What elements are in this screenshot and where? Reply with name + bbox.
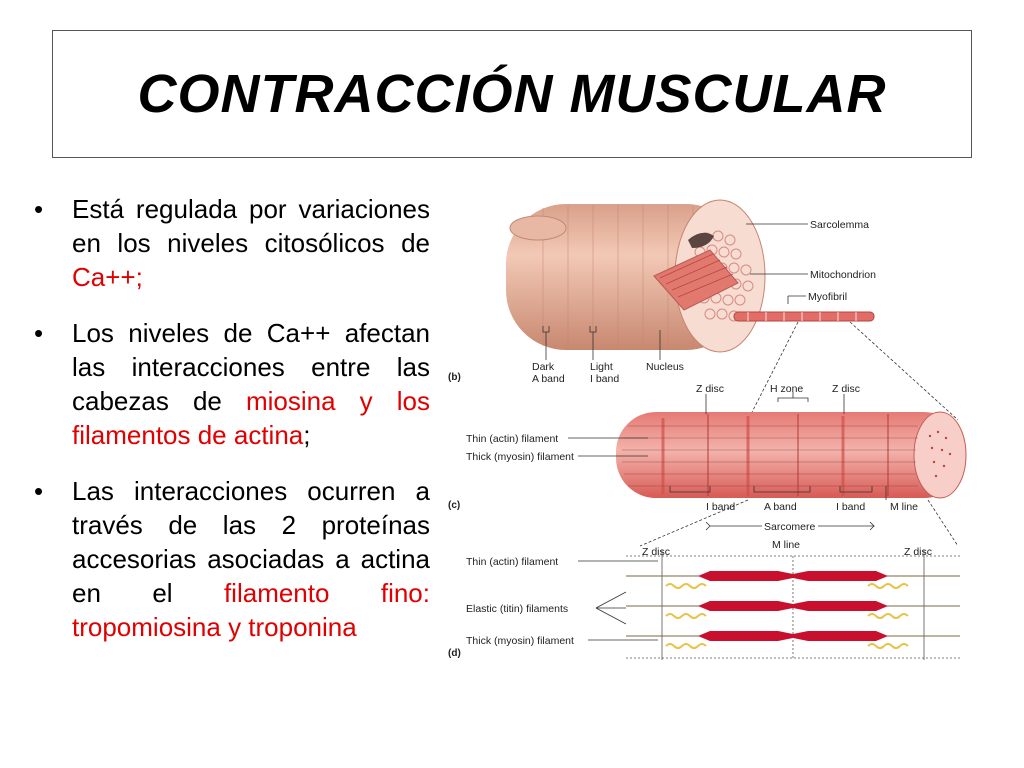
muscle-fiber-panel: Sarcolemma Mitochondrion Myofibril Dark … <box>448 199 959 421</box>
thick-filament-label-c: Thick (myosin) filament <box>466 451 574 463</box>
elastic-filaments-label: Elastic (titin) filaments <box>466 603 568 615</box>
bullet-marker: • <box>34 476 44 506</box>
bullet-text-part: Los niveles de Ca++ afectan las interacc… <box>72 318 430 416</box>
panel-d-label: (d) <box>448 648 461 659</box>
nucleus-label: Nucleus <box>646 361 684 373</box>
myofibril-label: Myofibril <box>808 291 847 303</box>
bullet-text-part: Está regulada por variaciones en los niv… <box>72 194 430 258</box>
bullet-text: Los niveles de Ca++ afectan las interacc… <box>72 316 430 452</box>
panel-c-label: (c) <box>448 500 460 511</box>
highlighted-text: miosina y los filamentos de actina <box>72 386 430 450</box>
bullet-item: • Los niveles de Ca++ afectan las interac… <box>34 316 430 452</box>
bullet-marker: • <box>34 318 44 348</box>
mitochondrion-shape <box>688 232 714 248</box>
thin-filament-label-d: Thin (actin) filament <box>466 556 558 568</box>
i-band-right-label-c: I band <box>836 501 865 513</box>
bullet-marker: • <box>34 194 44 224</box>
bullet-text-part: ; <box>303 420 311 450</box>
h-zone-label: H zone <box>770 383 803 395</box>
highlighted-text: filamento fino: tropomiosina y troponina <box>72 578 430 642</box>
bullet-text: Está regulada por variaciones en los niv… <box>72 192 430 294</box>
myofibril-end <box>913 411 967 499</box>
z-disc-right-label-d: Z disc <box>904 546 932 558</box>
bullet-item: • Está regulada por variaciones en los ni… <box>34 192 430 294</box>
nucleus-shape <box>509 215 567 241</box>
thin-filament-label-c: Thin (actin) filament <box>466 433 558 445</box>
title-box: CONTRACCIÓN MUSCULAR <box>52 30 972 158</box>
myofibril-body <box>616 412 964 498</box>
thick-filament-label-d: Thick (myosin) filament <box>466 635 574 647</box>
sarcomere-label: Sarcomere <box>764 521 816 533</box>
dark-label: Dark <box>532 361 555 373</box>
bullet-text-part: Las interacciones ocurren a través de la… <box>72 476 430 608</box>
panel-b-label: (b) <box>448 372 461 383</box>
z-disc-left-label-c: Z disc <box>696 383 724 395</box>
i-band-left-label-c: I band <box>706 501 735 513</box>
highlighted-text: Ca++; <box>72 262 143 292</box>
a-band-label-b: A band <box>532 373 565 385</box>
myofibril-shape <box>733 311 875 322</box>
m-line-label-c: M line <box>890 501 918 513</box>
bullet-item: • Las interacciones ocurren a través de l… <box>34 474 430 644</box>
i-band-label-b: I band <box>590 373 619 385</box>
muscle-diagram: Sarcolemma Mitochondrion Myofibril Dark … <box>448 199 967 660</box>
a-band-label-c: A band <box>764 501 797 513</box>
z-disc-right-label-c: Z disc <box>832 383 860 395</box>
muscle-structure-figure: Sarcolemma Mitochondrion Myofibril Dark … <box>448 188 988 668</box>
slide-title: CONTRACCIÓN MUSCULAR <box>137 64 887 124</box>
z-disc-left-label-d: Z disc <box>642 546 670 558</box>
bullet-text: Las interacciones ocurren a través de la… <box>72 474 430 644</box>
bullet-list: • Está regulada por variaciones en los ni… <box>34 192 430 666</box>
sarcomere-panel: Z disc M line Z disc Thin (actin) filame… <box>448 539 960 660</box>
mitochondrion-label: Mitochondrion <box>810 269 876 281</box>
sarcolemma-label: Sarcolemma <box>810 219 869 231</box>
light-label: Light <box>590 361 613 373</box>
m-line-label-d: M line <box>772 539 800 551</box>
myofibril-panel: Z disc H zone Z disc Thin (actin) filame… <box>448 383 967 547</box>
